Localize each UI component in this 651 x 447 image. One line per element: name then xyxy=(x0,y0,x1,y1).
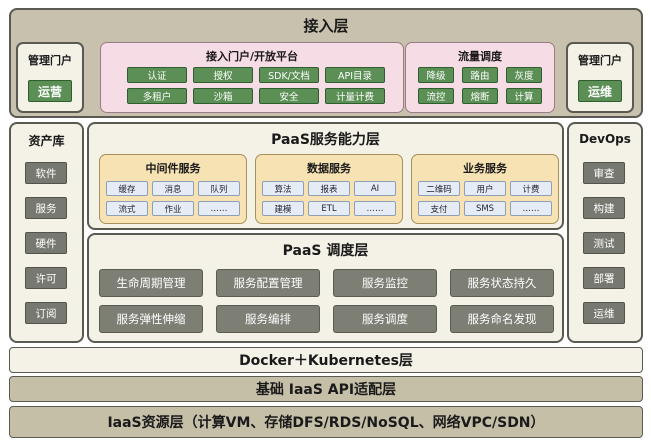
schedule-item[interactable]: 服务状态持久 xyxy=(450,269,554,297)
open-platform-item[interactable]: SDK/文档 xyxy=(259,67,319,83)
open-platform-item[interactable]: 授权 xyxy=(193,67,253,83)
service-item[interactable]: AI xyxy=(354,181,396,196)
operations-button[interactable]: 运营 xyxy=(28,80,72,102)
service-item[interactable]: SMS xyxy=(464,201,506,216)
devops-panel: DevOps 审查构建测试部署运维 xyxy=(567,122,643,343)
traffic-item[interactable]: 流控 xyxy=(418,88,454,104)
service-item[interactable]: …… xyxy=(198,201,240,216)
schedule-item[interactable]: 生命周期管理 xyxy=(99,269,203,297)
traffic-item[interactable]: 路由 xyxy=(462,67,498,83)
open-platform-item[interactable]: API目录 xyxy=(325,67,385,83)
service-group-title: 业务服务 xyxy=(463,162,507,175)
open-platform-item[interactable]: 沙箱 xyxy=(193,88,253,104)
open-platform-item[interactable]: 多租户 xyxy=(127,88,187,104)
service-item[interactable]: 支付 xyxy=(418,201,460,216)
service-item[interactable]: 计费 xyxy=(510,181,552,196)
left-portal-title: 管理门户 xyxy=(28,54,72,67)
service-group: 业务服务二维码用户计费支付 SMS …… xyxy=(411,154,559,224)
schedule-item[interactable]: 服务弹性伸缩 xyxy=(99,305,203,333)
asset-library-item[interactable]: 许可 xyxy=(25,267,67,289)
service-item[interactable]: 报表 xyxy=(308,181,350,196)
asset-library-item[interactable]: 服务 xyxy=(25,197,67,219)
service-item[interactable]: 算法 xyxy=(262,181,304,196)
maintenance-button[interactable]: 运维 xyxy=(578,80,622,102)
asset-library-item[interactable]: 软件 xyxy=(25,162,67,184)
schedule-item[interactable]: 服务编排 xyxy=(216,305,320,333)
service-item[interactable]: 建模 xyxy=(262,201,304,216)
service-item[interactable]: 流式 xyxy=(106,201,148,216)
schedule-item[interactable]: 服务监控 xyxy=(333,269,437,297)
service-item[interactable]: 作业 xyxy=(152,201,194,216)
service-group-title: 数据服务 xyxy=(307,162,351,175)
docker-kubernetes-layer: Docker＋Kubernetes层 xyxy=(9,347,643,373)
traffic-item[interactable]: 熔断 xyxy=(462,88,498,104)
schedule-item[interactable]: 服务配置管理 xyxy=(216,269,320,297)
schedule-item[interactable]: 服务调度 xyxy=(333,305,437,333)
service-item[interactable]: 缓存 xyxy=(106,181,148,196)
devops-item[interactable]: 测试 xyxy=(583,232,625,254)
devops-title: DevOps xyxy=(579,132,631,146)
service-group: 中间件服务缓存消息队列流式作业 …… xyxy=(99,154,247,224)
service-item[interactable]: ETL xyxy=(308,201,350,216)
open-platform-title: 接入门户/开放平台 xyxy=(205,50,299,63)
open-platform-item[interactable]: 计量计费 xyxy=(325,88,385,104)
iaas-resource-layer: IaaS资源层（计算VM、存储DFS/RDS/NoSQL、网络VPC/SDN） xyxy=(9,406,643,438)
asset-library-item[interactable]: 硬件 xyxy=(25,232,67,254)
traffic-item[interactable]: 灰度 xyxy=(506,67,542,83)
paas-schedule-title: PaaS 调度层 xyxy=(282,243,369,259)
service-item[interactable]: …… xyxy=(354,201,396,216)
iaas-api-adapter-layer: 基础 IaaS API适配层 xyxy=(9,376,643,402)
service-item[interactable]: …… xyxy=(510,201,552,216)
traffic-item[interactable]: 降级 xyxy=(418,67,454,83)
service-item[interactable]: 队列 xyxy=(198,181,240,196)
devops-item[interactable]: 审查 xyxy=(583,162,625,184)
traffic-scheduling-box: 流量调度 降级路由灰度流控熔断计算 xyxy=(405,42,555,113)
right-management-portal: 管理门户 运维 xyxy=(566,42,634,113)
service-group-title: 中间件服务 xyxy=(145,162,201,175)
devops-item[interactable]: 运维 xyxy=(583,302,625,324)
paas-service-layer: PaaS服务能力层 中间件服务缓存消息队列流式作业 …… 数据服务算法报表 AI 建模 E… xyxy=(87,122,564,230)
open-platform-item[interactable]: 安全 xyxy=(259,88,319,104)
open-platform-box: 接入门户/开放平台 认证授权 SDK/文档 API目录多租户沙箱安全计量计费 xyxy=(100,42,404,113)
paas-schedule-layer: PaaS 调度层 生命周期管理服务配置管理服务监控服务状态持久服务弹性伸缩服务编… xyxy=(87,233,564,343)
right-portal-title: 管理门户 xyxy=(578,54,622,67)
asset-library-title: 资产库 xyxy=(28,134,65,148)
traffic-scheduling-title: 流量调度 xyxy=(458,50,502,63)
access-layer-title: 接入层 xyxy=(303,17,349,35)
service-group: 数据服务算法报表 AI 建模 ETL …… xyxy=(255,154,403,224)
open-platform-item[interactable]: 认证 xyxy=(127,67,187,83)
asset-library: 资产库 软件服务硬件许可订阅 xyxy=(9,122,84,343)
schedule-item[interactable]: 服务命名发现 xyxy=(450,305,554,333)
traffic-item[interactable]: 计算 xyxy=(506,88,542,104)
paas-service-title: PaaS服务能力层 xyxy=(271,132,380,148)
devops-item[interactable]: 部署 xyxy=(583,267,625,289)
service-item[interactable]: 二维码 xyxy=(418,181,460,196)
devops-item[interactable]: 构建 xyxy=(583,197,625,219)
service-item[interactable]: 用户 xyxy=(464,181,506,196)
access-layer: 接入层 管理门户 运营 接入门户/开放平台 认证授权 SDK/文档 API目录多租户… xyxy=(9,8,643,118)
asset-library-item[interactable]: 订阅 xyxy=(25,302,67,324)
service-item[interactable]: 消息 xyxy=(152,181,194,196)
left-management-portal: 管理门户 运营 xyxy=(16,42,84,113)
